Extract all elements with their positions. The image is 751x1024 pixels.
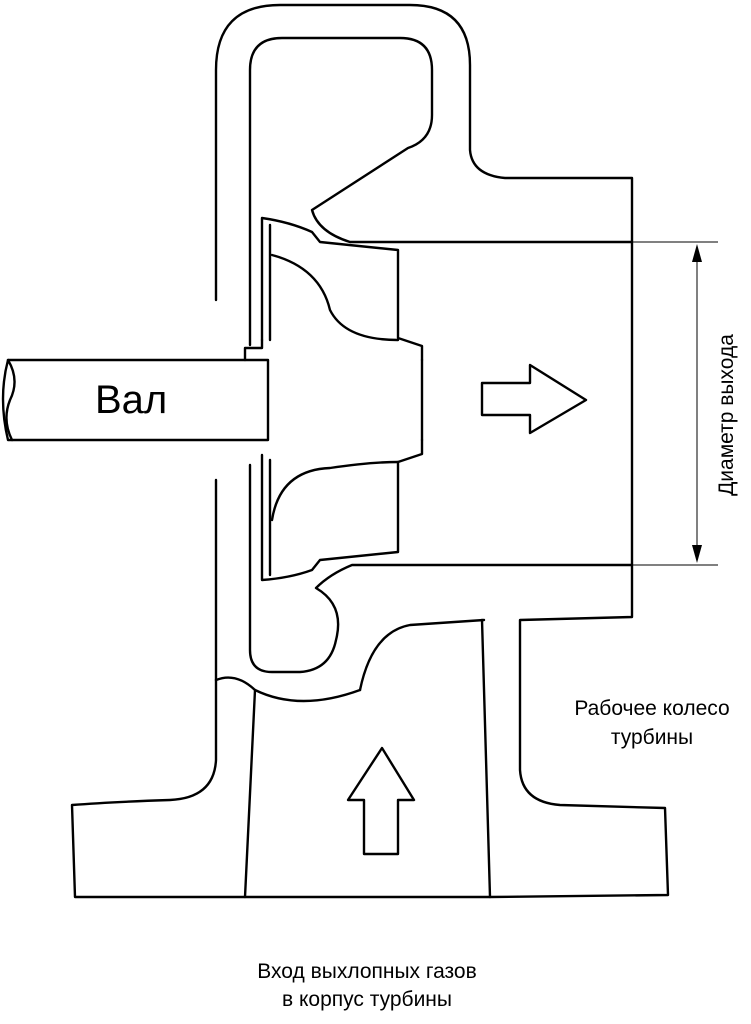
turbine-wheel-label-line1: Рабочее колесо bbox=[574, 697, 729, 720]
shaft-collar bbox=[243, 338, 264, 362]
volute-lower-outer bbox=[358, 618, 486, 692]
turbine-wheel-blade-upper bbox=[270, 253, 400, 342]
inlet-channel-right-wall bbox=[480, 618, 492, 899]
exhaust-inlet-label-line2: в корпус турбины bbox=[282, 988, 452, 1011]
exhaust-inlet-label-line1: Вход выхлопных газов bbox=[257, 960, 477, 983]
dimension-arrow-top-icon bbox=[692, 244, 702, 262]
exit-diameter-label: Диаметр выхода bbox=[715, 334, 738, 496]
inlet-channel-top bbox=[253, 688, 362, 703]
turbine-wheel-blade-lower bbox=[270, 460, 400, 522]
shaft-label: Вал bbox=[95, 378, 167, 422]
turbine-wheel-lower-hub bbox=[260, 438, 424, 582]
volute-lower-contour bbox=[248, 463, 634, 674]
turbine-wheel-upper-hub bbox=[260, 216, 424, 362]
inlet-channel-left-wall bbox=[214, 676, 257, 899]
housing-outer-contour bbox=[70, 3, 670, 899]
volute-inner-contour bbox=[248, 36, 634, 347]
outflow-arrow-icon bbox=[480, 363, 588, 435]
turbine-wheel-label-line2: турбины bbox=[611, 726, 693, 749]
shaft-break-line bbox=[5, 358, 16, 442]
shaft bbox=[1, 358, 270, 442]
inflow-arrow-icon bbox=[346, 746, 416, 856]
dimension-arrow-bottom-icon bbox=[692, 545, 702, 563]
